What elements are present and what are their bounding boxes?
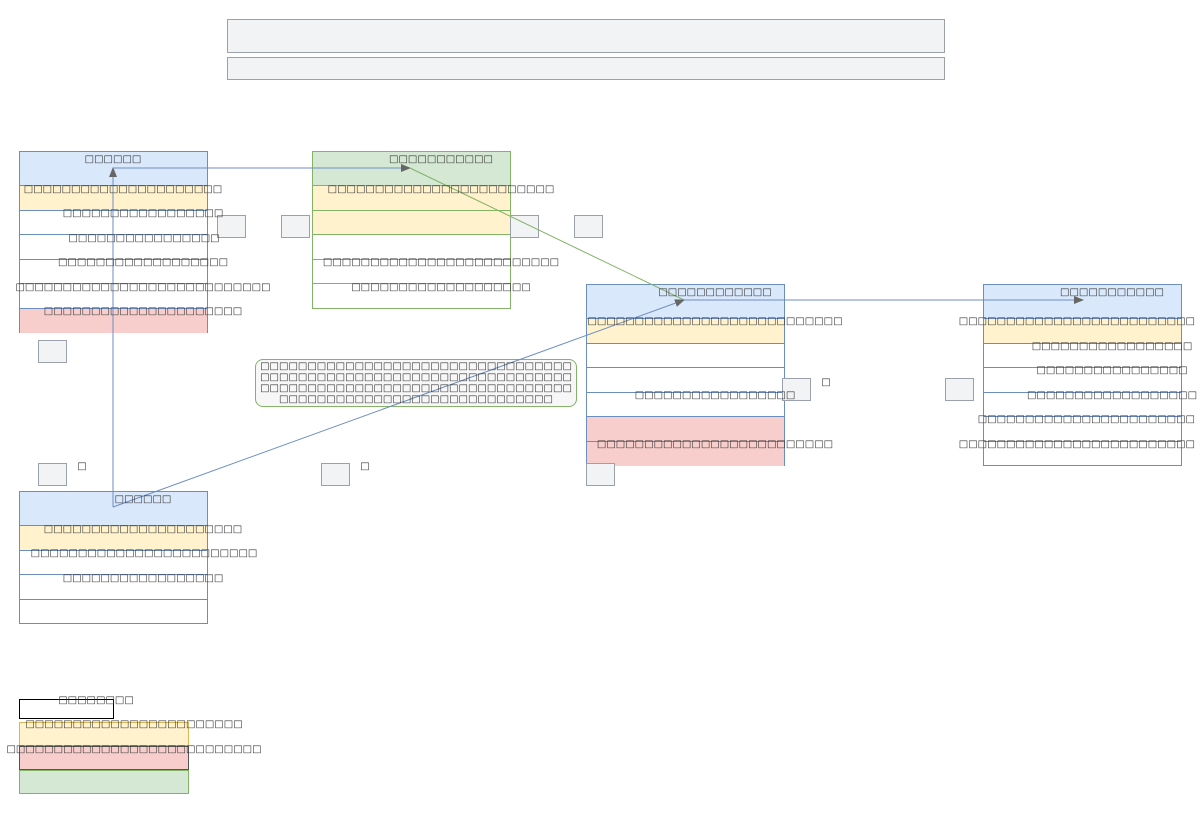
table-row [20,574,207,599]
title-bar [227,19,945,53]
table-row [20,599,207,624]
field-label: □□□□□□□□□□□□□□□□□□□□□□□□□ [958,316,1195,327]
entity-table-4[interactable] [983,284,1182,466]
cardinality-marker [574,215,603,238]
field-label: □□□□□□□□□□□□□□□□□ [62,208,224,219]
field-label: □□□□□□□□□□□□□□□□□□□□□□□□□□□ [587,316,843,327]
cardinality-label: □ [77,461,87,472]
legend-label: □□□□□□□□ [58,695,134,706]
table-row [313,210,510,235]
field-label: □□□□□□□□□□□□□□□□□□□□□□□ [977,414,1195,425]
cardinality-marker [945,378,974,401]
table-row [587,441,784,466]
cardinality-marker [38,463,67,486]
entity-table-2[interactable] [312,151,511,309]
table-row [984,367,1181,392]
field-label: □□□□□□□□□□□□□□□□□□□□□ [43,306,243,317]
table-row [984,318,1181,343]
field-label: □□□□□□□□□□□□□□□□□□ [57,257,229,268]
table-row [20,550,207,575]
table-row [313,234,510,259]
table-row [313,185,510,210]
table-row [313,259,510,284]
table-title: □□□□□□□□□□□□ [658,287,772,298]
cardinality-marker [321,463,350,486]
table-row [587,392,784,417]
cardinality-marker [510,215,539,238]
field-label: □□□□□□□□□□□□□□□□□□□□□□□□□ [596,439,834,450]
table-row [984,343,1181,368]
cardinality-marker [217,215,246,238]
table-header [587,285,784,319]
relation-line [409,167,685,301]
legend-swatch-key [19,722,189,746]
table-row [20,525,207,550]
legend-label: □□□□□□□□□□□□□□□□□□□□□□□□□□□ [6,744,262,755]
field-label: □□□□□□□□□□□□□□□□□□□□□□□□□ [958,439,1195,450]
table-row [984,416,1181,441]
cardinality-marker [586,463,615,486]
field-label: □□□□□□□□□□□□□□□□□□□ [351,282,531,293]
field-label: □□□□□□□□□□□□□□□□□□ [1026,390,1198,401]
table-row [984,392,1181,417]
table-row [587,416,784,441]
subtitle-bar [227,57,945,80]
field-label: □□□□□□□□□□□□□□□□□□□□□□□□ [30,548,258,559]
table-row [587,367,784,392]
legend-swatch-entity [19,699,114,719]
table-row [587,343,784,368]
table-title: □□□□□□□□□□□ [1060,287,1164,298]
field-label: □□□□□□□□□□□□□□□□□ [634,390,796,401]
cardinality-label: □ [360,461,370,472]
entity-table-5[interactable] [19,491,208,624]
table-title: □□□□□□ [84,154,142,165]
cardinality-marker [38,340,67,363]
table-title: □□□□□□ [114,494,172,505]
field-label: □□□□□□□□□□□□□□□□□□□□□ [43,524,243,535]
table-title: □□□□□□□□□□□ [389,154,493,165]
cardinality-marker [782,378,811,401]
cardinality-marker [281,215,310,238]
field-label: □□□□□□□□□□□□□□□□□□□□□□□□□□□ [15,282,271,293]
note-box[interactable] [255,359,577,407]
legend-swatch-fk [19,746,189,770]
note-text: □□□□□□□□□□□□□□□□□□□□□□□□□□□□□□□□□□□□□□□□… [260,361,572,405]
table-row [587,318,784,343]
legend-label: □□□□□□□□□□□□□□□□□□□□□□□ [25,719,243,730]
entity-table-3[interactable] [586,284,785,466]
field-label: □□□□□□□□□□□□□□□□□ [62,573,224,584]
field-label: □□□□□□□□□□□□□□□□□□□□□ [23,184,223,195]
table-row [984,441,1181,466]
field-label: □□□□□□□□□□□□□□□□ [1036,365,1188,376]
cardinality-label: □ [821,377,831,388]
relation-line [112,299,685,508]
legend-swatch-group [19,770,189,794]
field-label: □□□□□□□□□□□□□□□□ [68,233,220,244]
field-label: □□□□□□□□□□□□□□□□□ [1031,341,1193,352]
field-label: □□□□□□□□□□□□□□□□□□□□□□□□□ [322,257,560,268]
table-row [313,283,510,308]
field-label: □□□□□□□□□□□□□□□□□□□□□□□□ [327,184,555,195]
